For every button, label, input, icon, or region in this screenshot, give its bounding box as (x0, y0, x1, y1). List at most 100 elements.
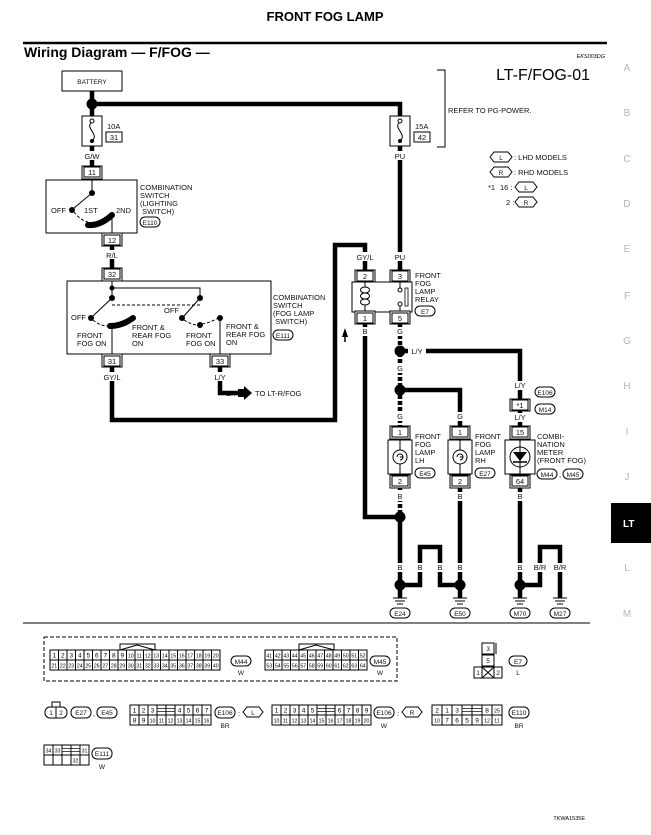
connector-lock-slot (325, 708, 336, 712)
pin-number: 14 (186, 719, 192, 725)
pin-number: 12 (484, 719, 490, 725)
ground-e50: E50 (449, 597, 471, 619)
side-tab-a[interactable]: A (624, 63, 631, 74)
svg-text:B/R: B/R (554, 563, 567, 572)
side-tab-j[interactable]: J (625, 472, 630, 483)
pin-number: 23 (68, 664, 74, 670)
pin-number: 10 (128, 654, 134, 660)
svg-text:3: 3 (398, 272, 402, 281)
svg-text:E106: E106 (217, 710, 233, 717)
svg-text::: : (238, 709, 240, 718)
pin-number: 10 (274, 719, 280, 725)
pin-number: 58 (309, 664, 315, 670)
meter-connector-group (43, 636, 398, 682)
svg-text:16 :: 16 : (500, 183, 513, 192)
svg-text:B: B (437, 563, 442, 572)
side-tab-b[interactable]: B (624, 108, 631, 119)
pin-number: 3 (293, 708, 297, 715)
side-tab-lt-bg[interactable] (611, 503, 651, 543)
wire-pu (92, 101, 403, 271)
svg-text:2: 2 (496, 670, 500, 677)
connector-lock-slot (70, 748, 81, 752)
refer-pg-power[interactable]: REFER TO PG-POWER. (448, 106, 531, 115)
pin-number: 40 (213, 664, 219, 670)
svg-text:10A: 10A (107, 122, 120, 131)
pin-number: 7 (347, 708, 351, 715)
diagram-id: LT-F/FOG-01 (496, 67, 590, 84)
svg-text:E50: E50 (454, 611, 466, 618)
pin-number: 46 (309, 654, 315, 660)
pin-number: 34 (162, 664, 168, 670)
pin-number: 30 (128, 664, 134, 670)
svg-text:G: G (397, 327, 403, 336)
arrow-right-icon (238, 386, 252, 400)
battery (61, 70, 123, 92)
svg-text:BR: BR (514, 723, 523, 730)
arrow-up-icon (342, 328, 348, 337)
pin-number: 27 (102, 664, 108, 670)
svg-text:2: 2 (398, 477, 402, 486)
side-tab-h[interactable]: H (623, 381, 630, 392)
pin-number: 19 (204, 654, 210, 660)
page-title: FRONT FOG LAMP (267, 9, 384, 24)
pin-number: 14 (162, 654, 168, 660)
pin-number: 44 (292, 654, 298, 660)
pin-33: 33 (216, 357, 224, 366)
wire-g-rh (400, 387, 463, 427)
pin-number: 5 (311, 708, 315, 715)
pin-number: 6 (455, 718, 459, 725)
svg-text:B: B (397, 563, 402, 572)
svg-text:W: W (238, 670, 245, 677)
pin-number: 5 (187, 708, 191, 715)
svg-text:2ND: 2ND (116, 206, 132, 215)
side-tab-lt[interactable]: LT (623, 519, 634, 530)
svg-text:G/W: G/W (85, 152, 101, 161)
pin-number: 12 (145, 654, 151, 660)
svg-text:2: 2 (59, 710, 63, 717)
pin-number: 43 (283, 654, 289, 660)
grounds: E24 E50 M70 M27 (389, 597, 571, 619)
side-tab-g[interactable]: G (623, 336, 631, 347)
svg-text:B: B (457, 563, 462, 572)
pin-cell (61, 754, 72, 766)
side-tab-c[interactable]: C (623, 154, 630, 165)
m44-hood (119, 643, 156, 651)
svg-text:L: L (524, 185, 528, 192)
svg-text:31: 31 (110, 133, 118, 142)
connector-e106: E106 (537, 390, 553, 397)
svg-text:G: G (397, 412, 403, 421)
side-tab-f[interactable]: F (624, 291, 630, 302)
pin-number: 51 (351, 654, 357, 660)
svg-text:2 :: 2 : (506, 198, 514, 207)
pin-number: 6 (338, 708, 342, 715)
svg-text:B: B (362, 327, 367, 336)
pin-number: 1 (445, 708, 449, 715)
svg-text:M45: M45 (374, 659, 387, 666)
svg-text:PU: PU (395, 253, 405, 262)
side-tab-d[interactable]: D (623, 199, 630, 210)
side-tab-m[interactable]: M (623, 609, 631, 620)
svg-text:*1: *1 (488, 183, 495, 192)
connector-views: M44 W M45 W 3 5 1 2 E7 L 1 2 E27 , E45 E… (43, 636, 530, 771)
pin-number: 53 (266, 664, 272, 670)
side-tab-e[interactable]: E (624, 244, 631, 255)
side-tab-l[interactable]: L (624, 563, 630, 574)
svg-text:B/R: B/R (534, 563, 547, 572)
bulb-icon (456, 453, 464, 461)
connector-lock-slot (471, 708, 483, 712)
pin-31: 31 (108, 357, 116, 366)
pin-cell (361, 714, 372, 726)
power-bracket (437, 69, 446, 148)
svg-text:M44: M44 (235, 659, 248, 666)
svg-text:42: 42 (418, 133, 426, 142)
pin-number: 1 (52, 653, 56, 660)
fuse-15a: 15A 42 (389, 115, 431, 147)
side-tab-i[interactable]: I (626, 427, 629, 438)
svg-text:B: B (397, 492, 402, 501)
